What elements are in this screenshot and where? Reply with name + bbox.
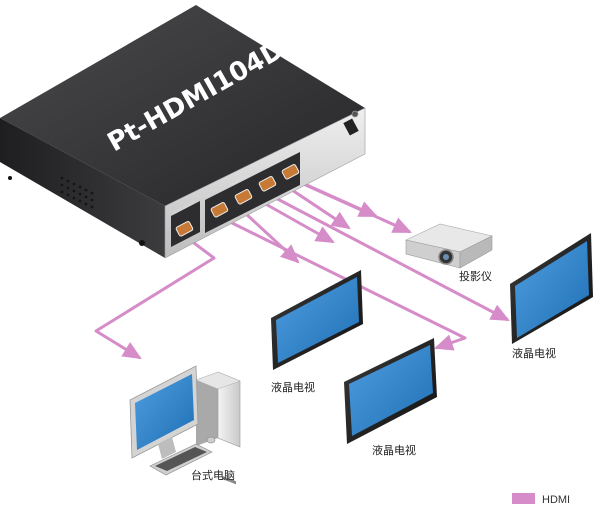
tv-screen bbox=[276, 277, 359, 363]
tv-screen bbox=[349, 345, 433, 436]
power-jack-icon bbox=[351, 110, 359, 118]
lcd-tv-right: 液晶电视 bbox=[510, 233, 593, 360]
desktop-label: 台式电脑 bbox=[191, 468, 235, 482]
hdmi-distributor: HDMI INPUT HDMI OUTPUTS Pt-HDMI104DA bbox=[0, 5, 366, 259]
cable-desktop-to-input bbox=[94, 238, 216, 360]
lcd-middle-label: 液晶电视 bbox=[271, 380, 315, 394]
lcd-tv-bottom: 液晶电视 bbox=[344, 338, 437, 457]
hdmi-input-port bbox=[175, 221, 194, 237]
hdmi-cables bbox=[94, 176, 510, 360]
cable-out1-to-lcd-bottom bbox=[225, 218, 467, 351]
projector-label: 投影仪 bbox=[459, 269, 492, 283]
hdmi-output-port-4 bbox=[281, 164, 300, 180]
screw-icon bbox=[139, 240, 145, 246]
keyboard-keys bbox=[155, 447, 207, 471]
cable-out2-to-lcd-middle bbox=[242, 210, 300, 264]
lcd-tv-middle: 液晶电视 bbox=[271, 270, 363, 394]
cable-out3-to-lcd-right bbox=[267, 192, 510, 322]
cable-out4-trace bbox=[299, 180, 378, 218]
hdmi-output-port-2 bbox=[234, 189, 253, 205]
mouse-icon bbox=[206, 436, 216, 444]
monitor-stand bbox=[158, 437, 176, 459]
monitor-screen bbox=[135, 374, 194, 450]
power-socket bbox=[343, 118, 359, 136]
projector-side bbox=[459, 235, 493, 269]
lcd-bottom-label: 液晶电视 bbox=[372, 443, 416, 457]
tv-screen bbox=[515, 241, 589, 338]
legend: HDMI bbox=[512, 493, 570, 506]
pc-tower-top bbox=[195, 371, 241, 390]
cable-out2-trace bbox=[261, 200, 335, 244]
vent-grille bbox=[60, 176, 94, 209]
drive-bay bbox=[222, 475, 236, 485]
lens-glass bbox=[443, 254, 449, 260]
hdmi-output-port-3 bbox=[258, 176, 277, 192]
screw-icon bbox=[8, 176, 12, 180]
output-panel bbox=[205, 152, 300, 233]
chassis-top bbox=[0, 5, 365, 206]
lcd-right-label: 液晶电视 bbox=[512, 346, 556, 360]
chassis-side bbox=[0, 118, 165, 258]
legend-swatch bbox=[512, 493, 535, 504]
hdmi-output-port-1 bbox=[210, 202, 229, 218]
pc-tower-side bbox=[196, 372, 218, 446]
cable-out3-trace bbox=[285, 184, 351, 230]
projector: 投影仪 bbox=[405, 223, 493, 283]
legend-label: HDMI bbox=[542, 494, 570, 506]
desktop-pc: 台式电脑 bbox=[129, 365, 241, 485]
